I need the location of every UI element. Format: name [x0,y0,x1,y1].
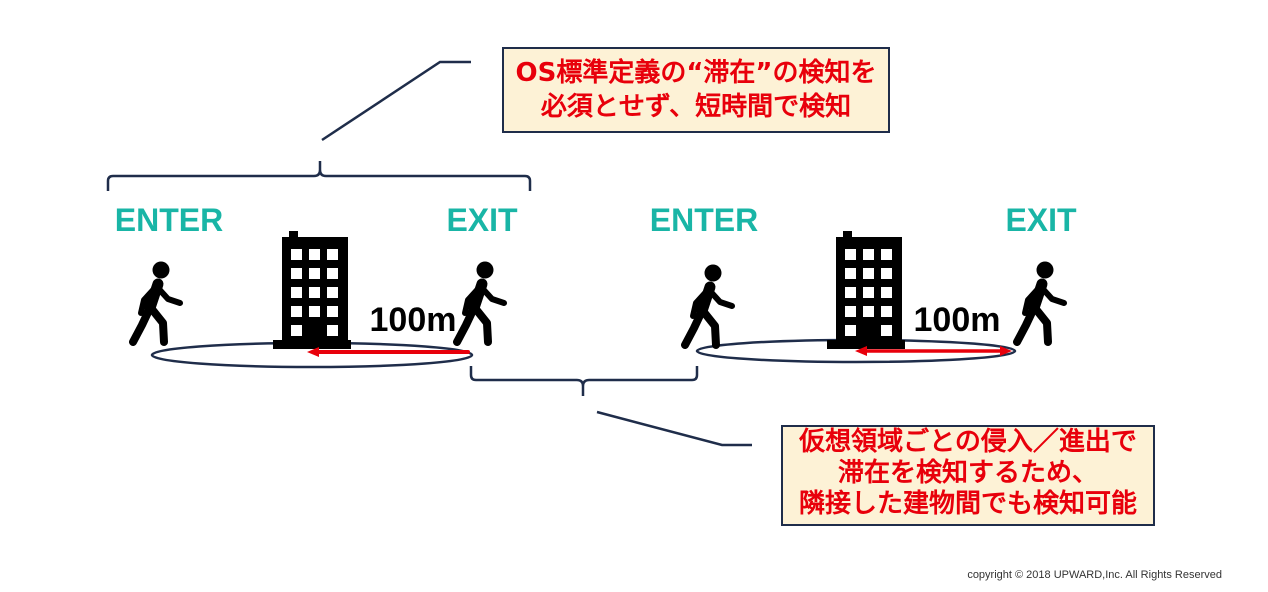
top-brace [106,161,532,191]
copyright-notice: copyright © 2018 UPWARD,Inc. All Rights … [967,569,1222,581]
enter-label: ENTER [114,202,224,238]
walking-person-icon [133,262,180,343]
callout-line: 仮想領域ごとの侵入／進出で [799,427,1137,457]
exit-label: EXIT [1005,202,1077,238]
bottom-brace [469,366,699,396]
walking-person-icon [1017,262,1064,343]
radius-label: 100m [369,301,457,339]
exit-label: EXIT [446,202,518,238]
enter-label: ENTER [649,202,759,238]
office-building-icon [273,231,351,349]
radius-label: 100m [913,301,1001,339]
top-callout-leader-line [321,60,471,142]
callout-line: 隣接した建物間でも検知可能 [798,489,1137,519]
top-callout-box: OS標準定義の“滞在”の検知を 必須とせず、短時間で検知 [502,47,890,133]
callout-line: 滞在を検知するため、 [837,458,1098,488]
callout-line: OS標準定義の“滞在”の検知を [515,58,877,88]
walking-person-icon [685,265,732,346]
office-building-icon [827,231,905,349]
bottom-callout-leader-line [596,410,752,447]
bottom-callout-box: 仮想領域ごとの侵入／進出で 滞在を検知するため、 隣接した建物間でも検知可能 [781,425,1155,526]
callout-line: 必須とせず、短時間で検知 [540,92,852,122]
